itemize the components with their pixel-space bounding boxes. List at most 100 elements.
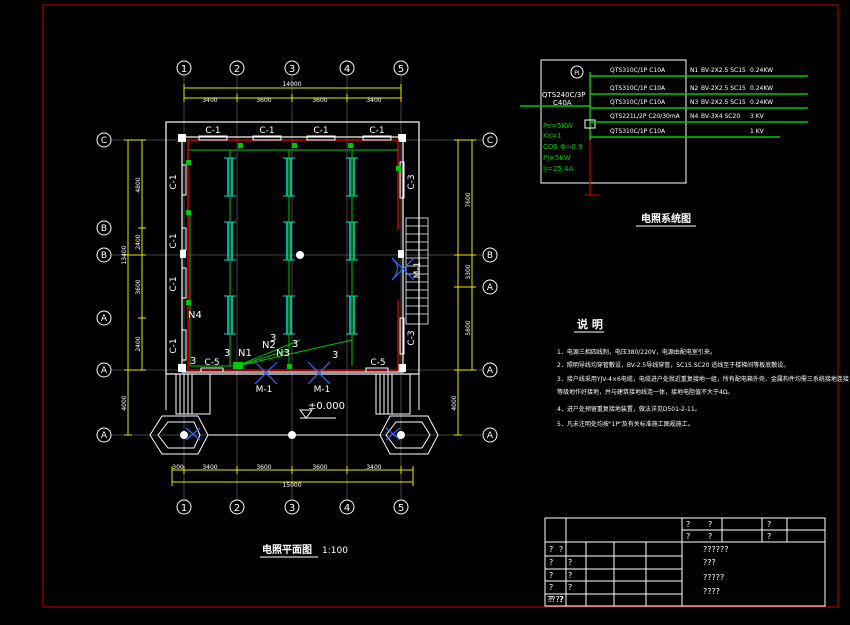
window-c1-left-3: C-1 (169, 276, 179, 291)
walls (165, 121, 420, 375)
note-3b: 等级地作好接地，并与建筑接地线连一体，接地电阻值不大于4Ω。 (557, 388, 733, 396)
meter-symbol (570, 65, 584, 79)
tb-cell-18: ?????? (703, 545, 728, 554)
porch-lights (185, 427, 401, 441)
param-pj: Pj=5KW (543, 154, 571, 162)
circuit-n2: N2 (262, 340, 276, 351)
dim-right-3: 5800 (465, 320, 472, 335)
branch-4-circuit: N4 (690, 113, 698, 120)
tb-cell-20: ????? (703, 573, 724, 582)
tb-cell-8: ? (559, 545, 563, 554)
dim-left-2: 2400 (135, 234, 142, 249)
window-c1-top-2: C-1 (259, 126, 274, 136)
top-windows (198, 135, 392, 141)
param-pe: Pe=5KW (543, 122, 573, 130)
grid-col-5-bottom: 5 (398, 503, 404, 514)
circuit-n1: N1 (238, 348, 252, 359)
ceiling-outlet (296, 251, 304, 259)
grid-col-2: 2 (234, 64, 240, 75)
grid-col-3-bottom: 3 (289, 503, 295, 514)
dimension-bottom (171, 466, 414, 486)
tb-cell-17: ???? (547, 595, 564, 604)
grid-row-a-left: A (101, 366, 108, 376)
grid-col-1-bottom: 1 (181, 503, 187, 514)
perimeter-wiring (187, 139, 399, 371)
entrance-porch (149, 373, 439, 455)
dim-top-3: 3600 (312, 97, 327, 104)
grid-row-b1-left: B (101, 224, 107, 234)
note-4: 4．进户处预留重复接地装置，做法详见D501-2-11。 (557, 405, 701, 413)
param-cos: COS Φ=0.9 (543, 143, 583, 151)
side-door-label: M-1 (413, 262, 423, 279)
tb-cell-9: ? (549, 558, 553, 567)
switch-points (186, 143, 401, 369)
dim-bottom-1: 3400 (202, 464, 217, 471)
dim-bottom-left: 300 (172, 464, 184, 471)
grid-col-1: 1 (181, 64, 187, 75)
grid-row-a-right: A (487, 366, 494, 376)
window-c1-top-3: C-1 (313, 126, 328, 136)
tb-cell-6: ? (767, 532, 771, 541)
circuit-n4: N4 (188, 310, 202, 321)
branch-lines (590, 75, 808, 138)
tb-cell-13: ? (549, 583, 553, 592)
branch-3-breaker: QTS310C/1P C10A (610, 99, 666, 106)
window-c1-top-1: C-1 (205, 126, 220, 136)
grid-lines (111, 75, 483, 500)
dim-top-4: 3400 (366, 97, 381, 104)
grid-col-5: 5 (398, 64, 404, 75)
branch-1-breaker: QTS310C/1P C10A (610, 67, 666, 74)
elevation-mark: ±0.000 (299, 401, 345, 419)
branch-2-load: 0.24KW (750, 85, 773, 92)
grid-row-b-left: B (101, 251, 107, 261)
branch-3-cable: BV-2X2.5 SC15 (701, 99, 746, 106)
dim-left-bottom: 4000 (121, 395, 128, 410)
grid-col-3: 3 (289, 64, 295, 75)
grid-row-b-right: B (487, 251, 493, 261)
left-windows (181, 164, 187, 361)
branch-2-circuit: N2 (690, 85, 698, 92)
system-title: 电照系统图 (641, 212, 691, 225)
count-2: 3 (270, 333, 276, 344)
branch-4-cable: BV-3X4 SC20 (701, 113, 740, 120)
window-c3-right-1: C-3 (407, 174, 417, 189)
title-block (544, 517, 826, 607)
grid-bubbles-sides (96, 132, 498, 443)
dim-right-2: 3300 (465, 264, 472, 279)
side-door (391, 257, 415, 281)
dim-left-total: 13400 (121, 245, 128, 264)
dim-right-side: 4000 (451, 395, 458, 410)
dim-left-1: 4800 (135, 177, 142, 192)
dimension-top (183, 84, 402, 102)
tb-cell-16: ? (559, 595, 563, 604)
grid-row-c-left: C (101, 136, 107, 146)
bottom-windows (200, 367, 389, 373)
note-3: 3．接户线采用YJV-4×6电缆，电缆进户处就近重复接地一组，所有配电箱外壳、金… (557, 375, 849, 383)
drawing-frame (42, 4, 839, 608)
tb-cell-10: ? (568, 558, 572, 567)
branch-3-circuit: N3 (690, 99, 698, 106)
meter-label: PI (574, 70, 580, 77)
grid-row-a0-left: A (101, 431, 108, 441)
dim-bottom-total: 15000 (282, 482, 301, 489)
branch-3-load: 0.24KW (750, 99, 773, 106)
notes-heading: 说 明 (577, 317, 603, 331)
grid-row-c-right: C (487, 136, 493, 146)
floor-plan: 1 2 3 4 5 1 2 3 4 5 C B B A (96, 60, 498, 558)
branch-5-breaker: QTS310C/1P C10A (610, 128, 666, 135)
tb-cell-19: ??? (703, 558, 716, 567)
grid-row-a1-left: A (101, 314, 108, 324)
tb-cell-21: ???? (703, 587, 720, 596)
plan-title: 电照平面图 (262, 543, 312, 556)
lighting-circuits (188, 149, 398, 367)
right-windows (399, 161, 405, 355)
elevation-value: ±0.000 (308, 401, 345, 412)
branch-2-cable: BV-2X2.5 SC15 (701, 85, 746, 92)
param-ij: Ij=25.4A (543, 165, 573, 173)
door-m1-bottom-1: M-1 (256, 385, 273, 395)
window-c1-top-4: C-1 (369, 126, 384, 136)
branch-2-breaker: QTS310C/1P C10A (610, 85, 666, 92)
note-1: 1．电源三相四线制，电压380/220V，电源由配电室引来。 (557, 348, 716, 356)
count-4: 3 (332, 350, 338, 361)
